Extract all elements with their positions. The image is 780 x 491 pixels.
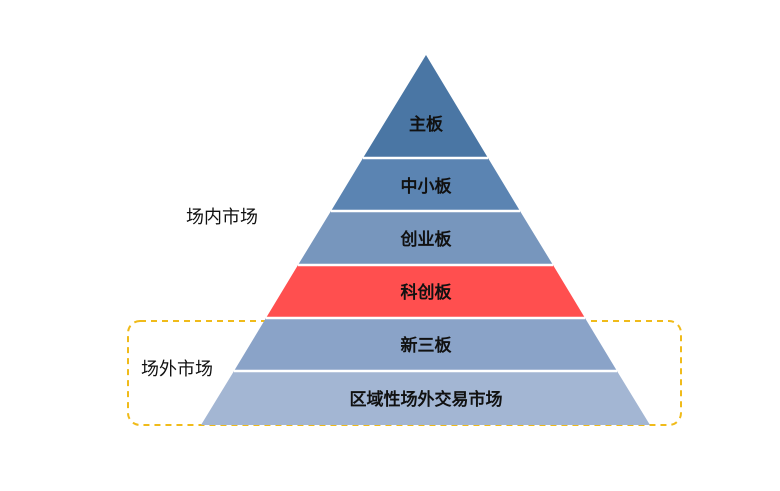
pyramid-tier-neeq: 新三板	[234, 318, 617, 371]
pyramid-tier-apex: 主板	[363, 55, 488, 158]
tier-label-sme-board: 中小板	[401, 176, 453, 197]
pyramid-tier-regional: 区域性场外交易市场	[201, 371, 650, 425]
tier-label-regional-otc: 区域性场外交易市场	[350, 389, 503, 410]
tier-separators	[234, 156, 617, 373]
off-exchange-market-label: 场外市场	[141, 359, 213, 380]
tier-label-main-board: 主板	[409, 114, 444, 135]
tier-label-star-market: 科创板	[401, 282, 453, 303]
tier-label-neeq: 新三板	[401, 335, 453, 356]
pyramid-tier-sme: 中小板	[331, 158, 520, 211]
pyramid-tier-chinext: 创业板	[298, 211, 553, 265]
pyramid-tier-star: 科创板	[266, 265, 585, 318]
tier-label-chinext: 创业板	[400, 229, 453, 250]
on-exchange-market-label: 场内市场	[186, 207, 258, 228]
